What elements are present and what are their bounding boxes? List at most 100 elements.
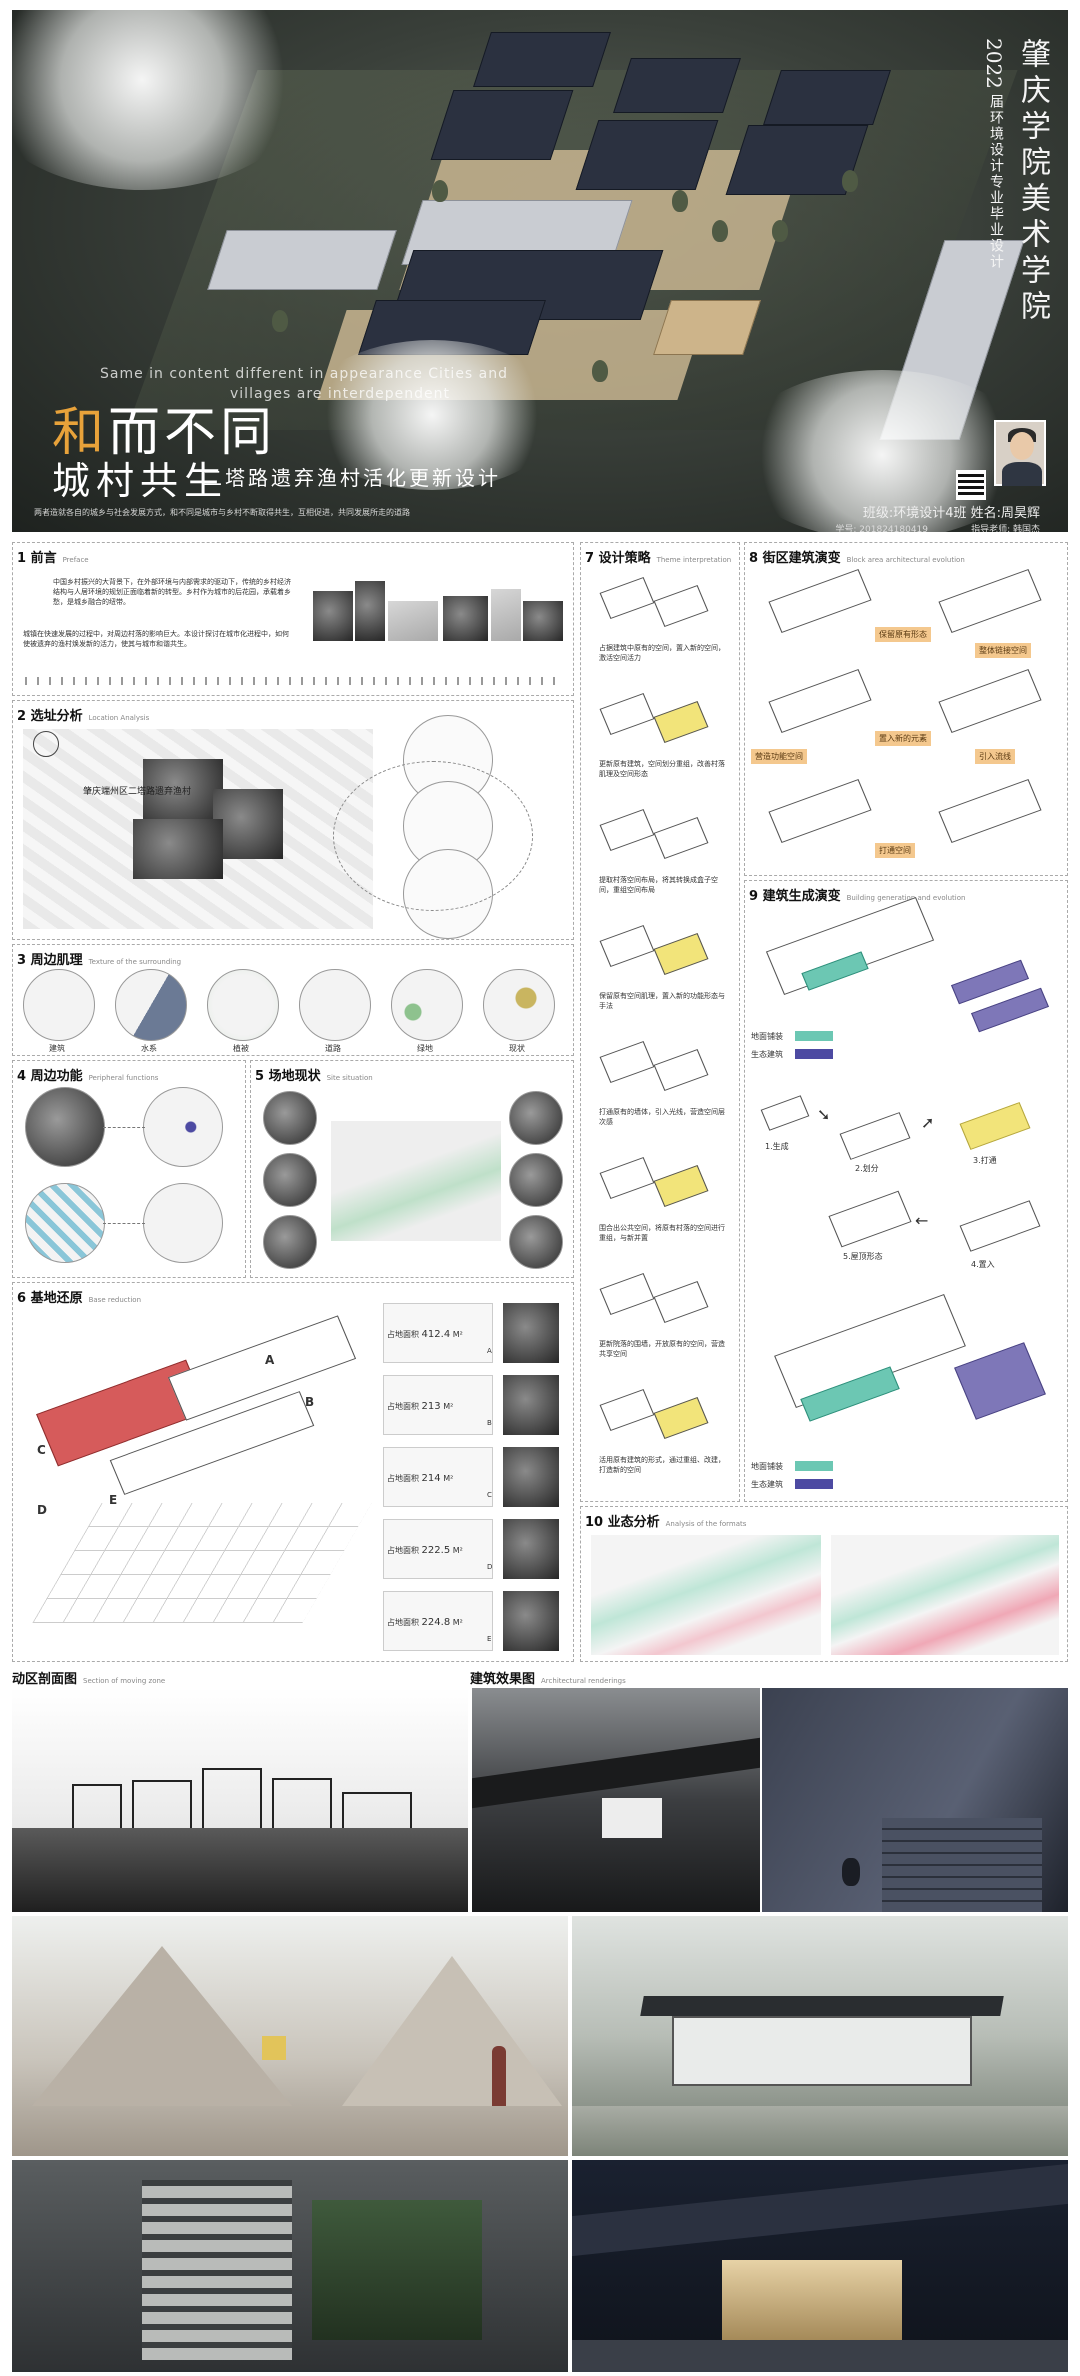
site-photo-circle bbox=[263, 1091, 317, 1145]
block-letter: C bbox=[37, 1443, 46, 1457]
section-house bbox=[202, 1768, 262, 1828]
evolution-tag: 营造功能空间 bbox=[751, 749, 807, 764]
strategy-caption: 保留原有空间肌理，置入新的功能形态与手法 bbox=[599, 992, 725, 1010]
strategy-box bbox=[599, 576, 655, 620]
student-info: 班级:环境设计4班 姓名:周昊辉 bbox=[862, 506, 1040, 521]
evolution-step bbox=[938, 669, 1042, 733]
legend-label: 地面铺装 bbox=[751, 1032, 783, 1041]
cloud bbox=[302, 340, 562, 490]
arrow-icon: ➚ bbox=[921, 1113, 935, 1132]
step-box bbox=[839, 1112, 911, 1160]
building-roof bbox=[613, 58, 741, 113]
english-line-2: villages are interdependent bbox=[230, 386, 450, 402]
render-stair bbox=[762, 1688, 1068, 1912]
texture-label: 道路 bbox=[325, 1044, 341, 1053]
evolution-step bbox=[768, 779, 872, 843]
legend-label: 地面铺装 bbox=[751, 1462, 783, 1471]
evolution-step bbox=[938, 779, 1042, 843]
evolution-tag: 引入流线 bbox=[975, 749, 1015, 764]
strategy-caption: 围合出公共空间，将原有村落的空间进行重组，与新并置 bbox=[599, 1224, 725, 1242]
strategy-caption: 活用原有建筑的形式，通过重组、改建，打造新的空间 bbox=[599, 1456, 725, 1474]
connector-line bbox=[103, 1223, 145, 1224]
main-title: 和而不同 bbox=[52, 390, 276, 465]
title-rest: 而不同 bbox=[108, 403, 277, 463]
legend-label: 生态建筑 bbox=[751, 1480, 783, 1489]
evolution-tag: 整体链接空间 bbox=[975, 643, 1031, 658]
timber-pavilion bbox=[653, 300, 761, 355]
site-label: 肇庆端州区二塔路遗弃渔村 bbox=[83, 787, 192, 797]
texture-circle-road bbox=[299, 969, 371, 1041]
strategy-box bbox=[653, 584, 709, 628]
eco-building bbox=[954, 1342, 1046, 1420]
strategy-box bbox=[599, 808, 655, 852]
site-photo-circle bbox=[509, 1215, 563, 1269]
tree bbox=[672, 190, 688, 212]
strategy-box bbox=[653, 700, 709, 744]
building-roof bbox=[473, 32, 611, 87]
building-roof bbox=[763, 70, 891, 125]
tree bbox=[772, 220, 788, 242]
strategy-box bbox=[653, 1048, 709, 1092]
preface-text-2: 城镇在快速发展的过程中，对周边村落的影响巨大。本设计探讨在城市化进程中，如何使被… bbox=[23, 630, 289, 648]
section-drawing bbox=[12, 1688, 468, 1912]
texture-label: 植被 bbox=[233, 1044, 249, 1053]
strategy-caption: 打通原有的墙体，引入光线，营造空间层次感 bbox=[599, 1108, 725, 1126]
block-letter: D bbox=[37, 1503, 47, 1517]
strategy-box bbox=[653, 1396, 709, 1440]
timeline-ruler bbox=[25, 677, 565, 685]
texture-circle-water bbox=[115, 969, 187, 1041]
area-list: 占地面积 412.4 M² A 占地面积 213 M² B 占地面积 214 M… bbox=[383, 1303, 563, 1653]
texture-circle-status bbox=[483, 969, 555, 1041]
subtitle: 城村共生 bbox=[52, 459, 229, 503]
strategy-item: 占据建筑中原有的空间，置入新的空间，激活空间活力 bbox=[595, 573, 725, 685]
texture-circle-building bbox=[23, 969, 95, 1041]
site-photo-circle bbox=[263, 1215, 317, 1269]
student-id: 学号: 201824180419 bbox=[835, 525, 928, 532]
strategy-box bbox=[599, 1040, 655, 1084]
tree bbox=[712, 220, 728, 242]
strategy-box bbox=[599, 1388, 655, 1432]
preface-text-1: 中国乡村振兴的大背景下，在外部环境与内部需求的驱动下，传统的乡村经济结构与人居环… bbox=[53, 578, 291, 606]
evolution-tag: 打通空间 bbox=[875, 843, 915, 858]
strategy-item: 保留原有空间肌理，置入新的功能形态与手法 bbox=[595, 921, 725, 1033]
render-pavilion bbox=[572, 1916, 1068, 2156]
step-label: 5.屋顶形态 bbox=[843, 1252, 883, 1261]
step-label: 4.置入 bbox=[971, 1260, 995, 1269]
step-box bbox=[760, 1095, 810, 1131]
strategy-box bbox=[653, 1164, 709, 1208]
format-map-1 bbox=[591, 1535, 821, 1655]
section-house bbox=[72, 1784, 122, 1828]
function-map-circle bbox=[143, 1087, 223, 1167]
section-house bbox=[342, 1792, 412, 1828]
strategy-box bbox=[599, 1272, 655, 1316]
step-box bbox=[959, 1102, 1031, 1150]
legend-swatch-eco bbox=[795, 1479, 833, 1489]
school-name: 肇庆学院美术学院 bbox=[1015, 38, 1050, 326]
texture-circle-vegetation bbox=[207, 969, 279, 1041]
strategy-box bbox=[653, 816, 709, 860]
render-screen-wall bbox=[12, 2160, 568, 2372]
building-roof bbox=[575, 120, 719, 190]
arrow-icon: ➘ bbox=[817, 1105, 831, 1124]
texture-label: 现状 bbox=[509, 1044, 525, 1053]
step-box bbox=[959, 1200, 1041, 1252]
site-map: 肇庆端州区二塔路遗弃渔村 bbox=[23, 729, 373, 929]
function-map-circle bbox=[143, 1183, 223, 1263]
site-photo-circle bbox=[509, 1091, 563, 1145]
hero-banner: 肇庆学院美术学院 2022 届环境设计专业毕业设计 Same in conten… bbox=[12, 10, 1068, 532]
strategy-caption: 提取村落空间布局，将其转换成盒子空间，重组空间布局 bbox=[599, 876, 718, 894]
texture-label: 水系 bbox=[141, 1044, 157, 1053]
